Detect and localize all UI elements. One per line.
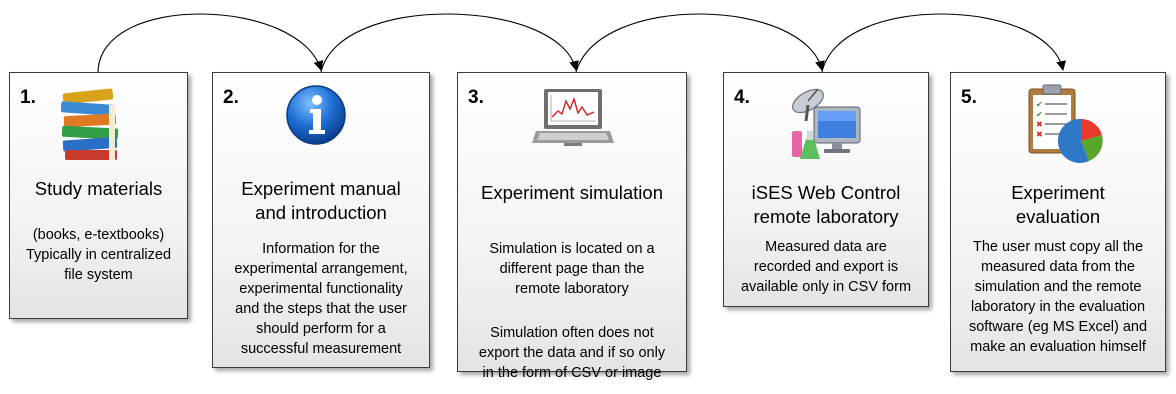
step-number: 4. — [734, 87, 750, 108]
desc-line: (books, e-textbooks) — [32, 227, 165, 243]
desc-line: experimental arrangement, — [234, 261, 408, 277]
arrow-3-to-4 — [575, 13, 825, 73]
desc-line: Simulation often does not — [490, 325, 654, 341]
svg-text:✖: ✖ — [1036, 130, 1043, 139]
step-title: Experiment manual and introduction — [241, 178, 401, 223]
laptop-chart-icon — [532, 87, 614, 154]
desc-line: Measured data are — [765, 239, 887, 255]
step-1-box: 1. Study materials (books, e-textbooks) … — [9, 72, 188, 319]
svg-text:✔: ✔ — [1036, 110, 1043, 119]
desc-line: and the steps that the user — [235, 301, 407, 317]
desc-line: in the form of CSV or image — [482, 365, 662, 381]
books-icon — [57, 85, 127, 170]
desc-line: experimental functionality — [239, 281, 403, 297]
clipboard-pie-icon: ✔ ✔ ✖ ✖ — [1023, 83, 1107, 168]
step-5-box: 5. ✔ ✔ ✖ ✖ Experiment evaluation The use… — [950, 72, 1166, 372]
desc-line: should perform for a — [256, 321, 386, 337]
desc-line: Simulation is located on a — [489, 241, 655, 257]
step-description: Simulation is located on a different pag… — [462, 239, 682, 299]
desc-line: make an evaluation himself — [970, 339, 1146, 355]
step-number: 5. — [961, 87, 977, 108]
step-title: Study materials — [34, 178, 163, 199]
desc-line: Information for the — [262, 241, 380, 257]
step-title: Experiment evaluation — [1011, 182, 1105, 227]
desc-line: successful measurement — [240, 341, 402, 357]
desc-line: laboratory in the evaluation — [970, 299, 1146, 315]
step-description: (books, e-textbooks) Typically in centra… — [14, 225, 183, 285]
desc-line: different page than the — [499, 261, 645, 277]
step-2-box: 2. Experiment manual and introduction In… — [212, 72, 430, 368]
desc-line: Typically in centralized — [25, 247, 172, 263]
step-4-box: 4. iSES Web Control remote laboratory Me… — [723, 72, 929, 307]
desc-line: The user must copy all the — [972, 239, 1144, 255]
step-description-secondary: Simulation often does not export the dat… — [462, 323, 682, 383]
desc-line: recorded and export is — [753, 259, 899, 275]
desc-line: simulation and the remote — [974, 279, 1142, 295]
step-number: 1. — [20, 87, 36, 108]
step-description: Information for the experimental arrange… — [217, 239, 425, 359]
info-icon — [284, 83, 348, 152]
step-number: 2. — [223, 87, 239, 108]
desc-line: available only in CSV form — [740, 279, 912, 295]
remote-lab-icon — [784, 81, 866, 170]
arrow-1-to-2 — [97, 13, 324, 73]
step-title: iSES Web Control remote laboratory — [751, 182, 901, 227]
arrow-4-to-5 — [821, 13, 1067, 73]
svg-text:✖: ✖ — [1036, 120, 1043, 129]
arrow-2-to-3 — [320, 13, 579, 73]
desc-line: remote laboratory — [515, 281, 629, 297]
step-description: Measured data are recorded and export is… — [728, 237, 924, 297]
desc-line: export the data and if so only — [478, 345, 666, 361]
step-description: The user must copy all the measured data… — [955, 237, 1161, 357]
desc-line: software (eg MS Excel) and — [968, 319, 1148, 335]
step-number: 3. — [468, 87, 484, 108]
desc-line: file system — [64, 267, 133, 283]
desc-line: measured data from the — [981, 259, 1135, 275]
svg-text:✔: ✔ — [1036, 100, 1043, 109]
step-3-box: 3. Experiment simulation Simulation is l… — [457, 72, 687, 381]
step-title: Experiment simulation — [481, 182, 663, 203]
